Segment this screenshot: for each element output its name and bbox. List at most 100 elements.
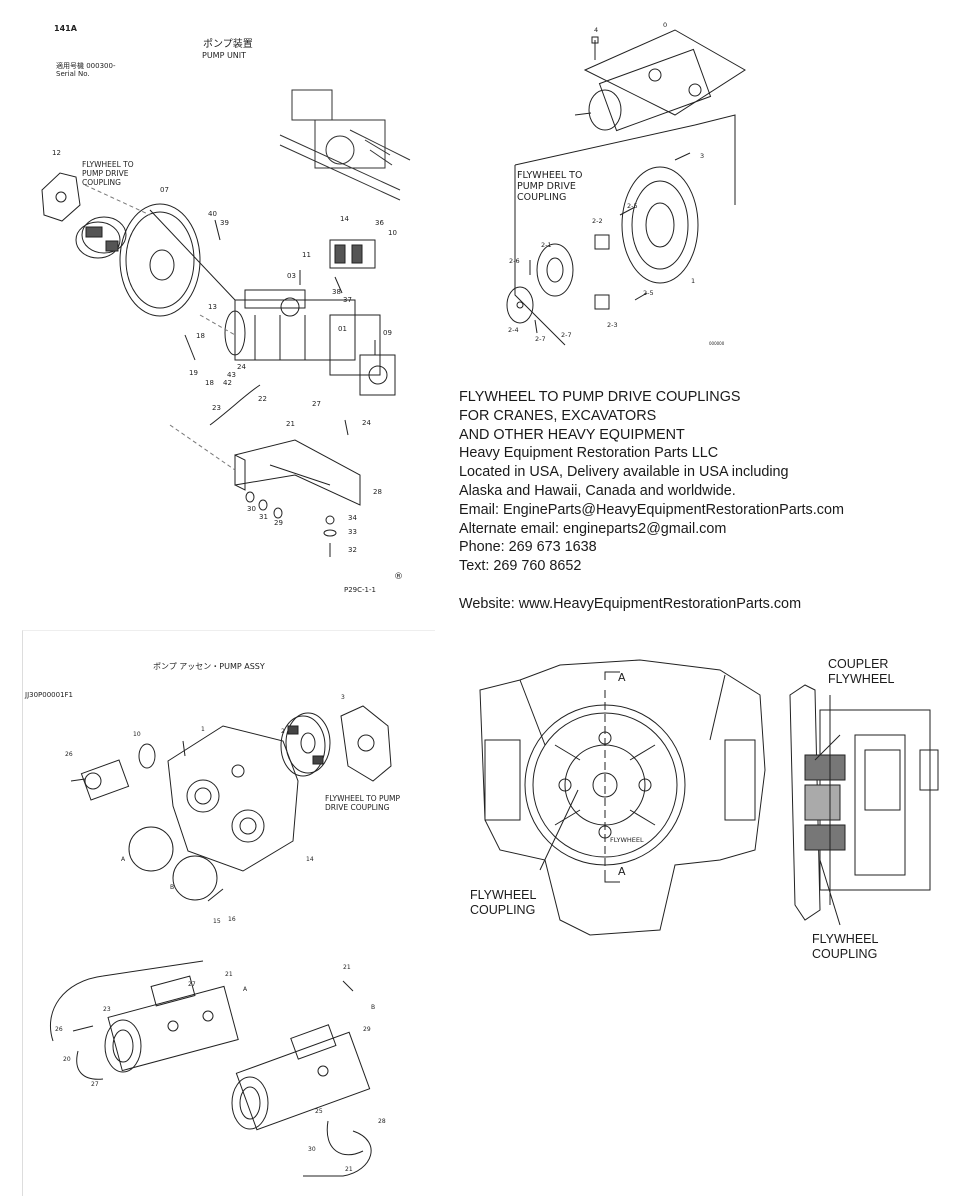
- bolts: [246, 492, 336, 557]
- svg-text:40: 40: [208, 210, 217, 218]
- svg-text:0: 0: [663, 21, 667, 29]
- svg-text:21: 21: [225, 971, 233, 978]
- coupling-parts: [507, 207, 647, 333]
- serial-en: Serial No.: [56, 70, 90, 78]
- svg-text:A: A: [243, 986, 248, 993]
- svg-text:18: 18: [196, 332, 205, 340]
- svg-text:10: 10: [388, 229, 397, 237]
- housing-plate: [622, 167, 698, 283]
- svg-text:2-2: 2-2: [592, 217, 603, 225]
- company-name: Heavy Equipment Restoration Parts LLC: [459, 445, 719, 462]
- svg-text:18: 18: [205, 379, 214, 387]
- svg-text:30: 30: [247, 505, 256, 513]
- svg-text:27: 27: [312, 400, 321, 408]
- info-line: AND OTHER HEAVY EQUIPMENT: [459, 426, 685, 443]
- svg-text:19: 19: [189, 369, 198, 377]
- coupling-label-panel1: FLYWHEEL TO PUMP DRIVE COUPLING: [82, 160, 134, 187]
- info-line: Located in USA, Delivery available in US…: [459, 464, 789, 481]
- svg-text:13: 13: [208, 303, 217, 311]
- footer-code: P29C-1-1: [344, 586, 376, 594]
- svg-text:2-5: 2-5: [643, 289, 654, 297]
- svg-text:2-5: 2-5: [627, 202, 638, 210]
- coupling-label-panel3: FLYWHEEL TO PUMP DRIVE COUPLING: [325, 794, 401, 812]
- info-line: FLYWHEEL TO PUMP DRIVE COUPLINGS: [459, 389, 741, 405]
- svg-text:15: 15: [213, 918, 221, 925]
- svg-text:03: 03: [287, 272, 296, 280]
- svg-text:24: 24: [237, 363, 246, 371]
- svg-text:27: 27: [91, 1081, 99, 1088]
- pump-unit-drawing: 12 07 40 39 14 36 10 11 03 13 38 37 01 0…: [30, 15, 430, 605]
- info-line: FOR CRANES, EXCAVATORS: [459, 407, 657, 424]
- svg-text:23: 23: [212, 404, 221, 412]
- flywheel: [525, 690, 685, 880]
- svg-text:01: 01: [338, 325, 347, 333]
- pump-assy-diagram: ポンプ アッセン・PUMP ASSY JJ30P00001F1: [22, 630, 435, 1196]
- pump-assy-title: ポンプ アッセン・PUMP ASSY: [153, 662, 265, 671]
- svg-text:000000: 000000: [709, 341, 725, 346]
- svg-text:38: 38: [332, 288, 341, 296]
- flywheel-section-diagram: A A FLYWHEEL: [460, 650, 956, 970]
- svg-text:2-7: 2-7: [535, 335, 546, 343]
- label-coupling-right: FLYWHEEL COUPLING: [812, 932, 879, 961]
- svg-text:21: 21: [343, 964, 351, 971]
- section-marker-top: A: [618, 671, 626, 684]
- pump-assy-coupling: [281, 713, 330, 776]
- engine-sketch: [280, 90, 410, 200]
- svg-text:39: 39: [220, 219, 229, 227]
- section-marker-bottom: A: [618, 865, 626, 878]
- website-link[interactable]: Website: www.HeavyEquipmentRestorationPa…: [459, 595, 802, 612]
- coupling-exploded-drawing: 4 0 3 2-5 2-2 2-1 2-6 2-3 2-5 2-4 2-7 2-…: [495, 21, 755, 346]
- main-pump-left: [105, 976, 238, 1072]
- svg-text:20: 20: [63, 1056, 71, 1063]
- engine-front: [480, 660, 765, 935]
- registered-mark: ®: [394, 572, 403, 582]
- phone: Phone: 269 673 1638: [459, 539, 597, 556]
- svg-text:09: 09: [383, 329, 392, 337]
- svg-text:21: 21: [345, 1166, 353, 1173]
- coupling-exploded-diagram: 4 0 3 2-5 2-2 2-1 2-6 2-3 2-5 2-4 2-7 2-…: [495, 15, 755, 360]
- svg-text:28: 28: [378, 1118, 386, 1125]
- info-line: Alaska and Hawaii, Canada and worldwide.: [459, 482, 736, 499]
- pump-bracket: [235, 440, 360, 505]
- svg-text:21: 21: [286, 420, 295, 428]
- contact-info: FLYWHEEL TO PUMP DRIVE COUPLINGS FOR CRA…: [459, 388, 949, 614]
- svg-text:23: 23: [103, 1006, 111, 1013]
- svg-text:10: 10: [133, 731, 141, 738]
- side-section: [790, 685, 938, 920]
- svg-text:A: A: [121, 856, 126, 863]
- svg-text:14: 14: [306, 856, 314, 863]
- svg-text:22: 22: [258, 395, 267, 403]
- label-coupler-top: COUPLER FLYWHEEL: [828, 657, 895, 686]
- svg-text:3: 3: [700, 152, 704, 160]
- svg-text:26: 26: [65, 751, 73, 758]
- pump-body-top: [575, 30, 745, 131]
- coupling-label-panel2: FLYWHEEL TO PUMP DRIVE COUPLING: [517, 170, 583, 203]
- gear-pump: [71, 760, 129, 800]
- svg-text:1: 1: [201, 726, 205, 733]
- svg-text:43: 43: [227, 371, 236, 379]
- svg-text:B: B: [371, 1004, 375, 1011]
- svg-text:2-1: 2-1: [541, 241, 552, 249]
- main-pump-right: [232, 1025, 370, 1130]
- svg-text:2-4: 2-4: [508, 326, 519, 334]
- flywheel-coupling-drawing: [76, 217, 126, 258]
- alternate-email[interactable]: Alternate email: engineparts2@gmail.com: [459, 520, 727, 537]
- serial-jp: 適用号機 000300-: [56, 62, 116, 70]
- svg-text:07: 07: [160, 186, 169, 194]
- svg-text:29: 29: [274, 519, 283, 527]
- email[interactable]: Email: EngineParts@HeavyEquipmentRestora…: [459, 501, 844, 518]
- svg-text:29: 29: [363, 1026, 371, 1033]
- label-coupling-left: FLYWHEEL COUPLING: [470, 888, 537, 917]
- svg-text:2-6: 2-6: [509, 257, 520, 265]
- svg-text:28: 28: [373, 488, 382, 496]
- flywheel-section-drawing: [460, 650, 956, 970]
- svg-text:42: 42: [223, 379, 232, 387]
- svg-text:2-3: 2-3: [607, 321, 618, 329]
- pump-unit-diagram: 141A ポンプ装置 PUMP UNIT 適用号機 000300- Serial…: [30, 15, 430, 605]
- svg-text:16: 16: [228, 916, 236, 923]
- svg-text:11: 11: [302, 251, 311, 259]
- svg-text:26: 26: [55, 1026, 63, 1033]
- svg-text:B: B: [170, 884, 174, 891]
- bell-housing: [120, 204, 235, 316]
- page-id: 141A: [54, 24, 77, 33]
